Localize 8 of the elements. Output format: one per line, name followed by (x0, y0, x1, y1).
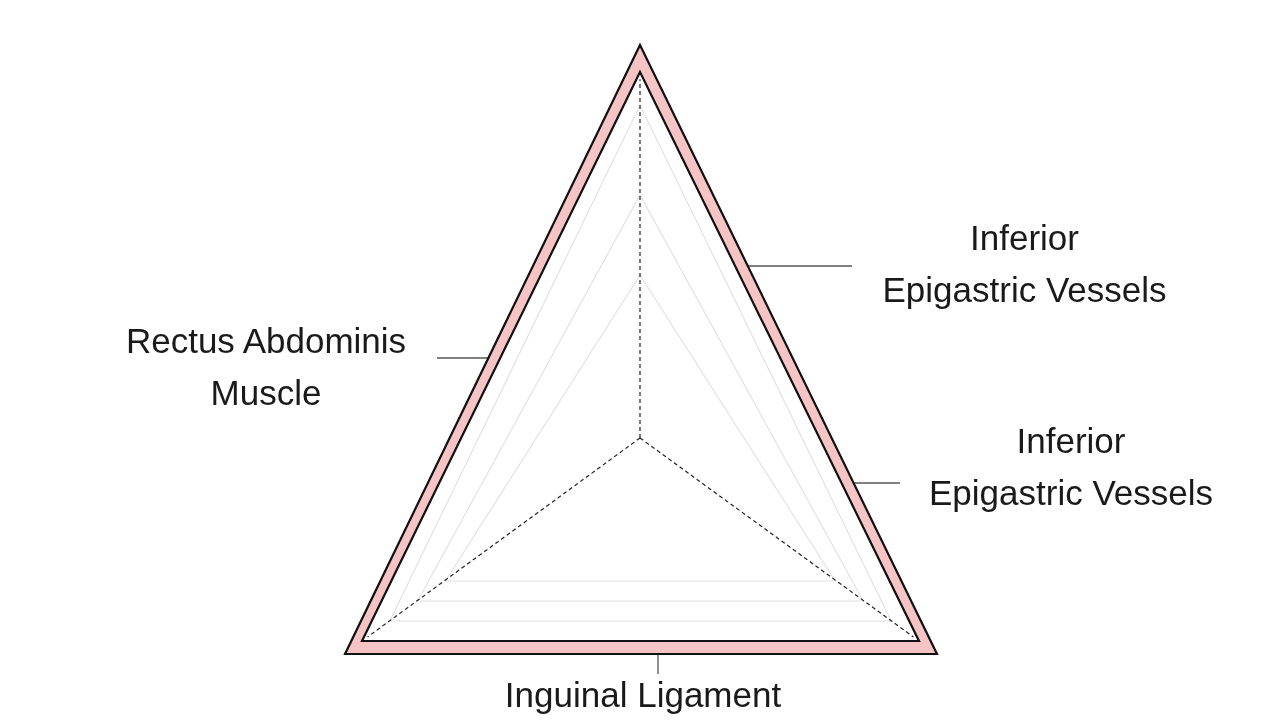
leader-line (436, 357, 489, 359)
leader-line (747, 265, 853, 267)
anatomy-label: Inferior Epigastric Vessels (900, 415, 1242, 519)
anatomy-label: Inferior Epigastric Vessels (852, 212, 1197, 316)
leader-line (657, 654, 659, 675)
anatomy-label: Rectus Abdominis Muscle (95, 315, 437, 419)
leader-line (853, 482, 901, 484)
anatomy-label: Inguinal Ligament (443, 674, 843, 716)
